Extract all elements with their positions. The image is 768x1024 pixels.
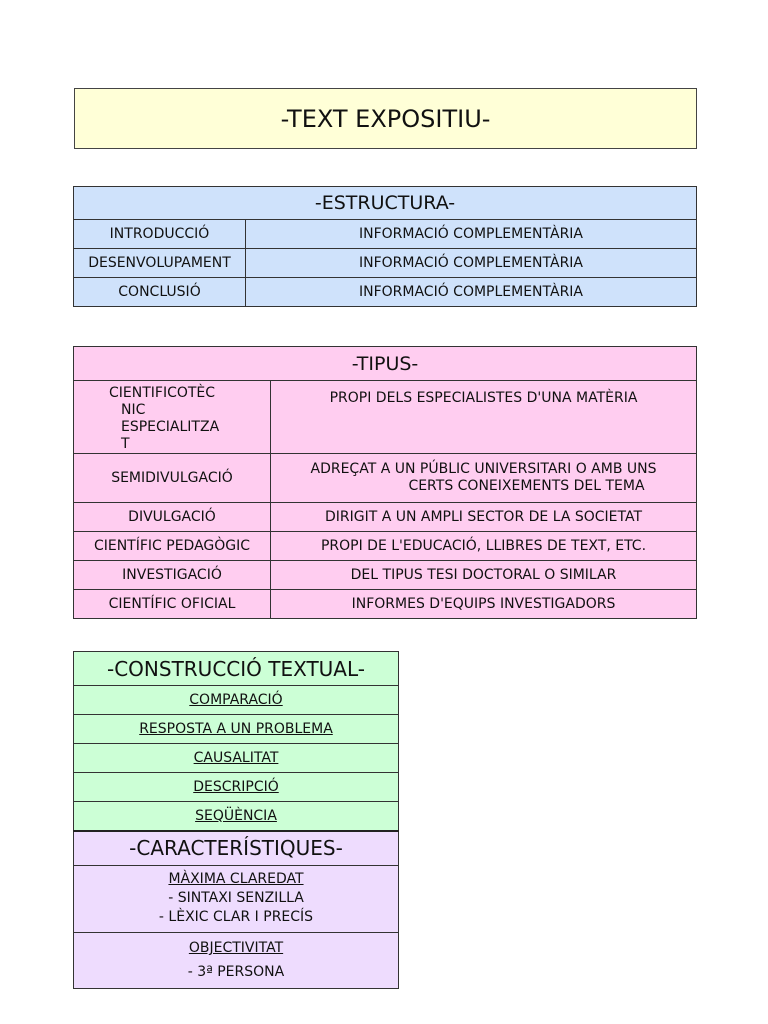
tipus-type-line: ESPECIALITZA [121,419,220,435]
caracteristiques-line: - 3ª PERSONA [187,964,285,980]
tipus-type: CIENTIFICOTÈC NIC ESPECIALITZA T [73,380,271,454]
table-row: CAUSALITAT [73,743,399,773]
caracteristiques-header: -CARACTERÍSTIQUES- [73,830,399,866]
table-row: SEQÜÈNCIA [73,801,399,831]
table-row: CIENTÍFIC PEDAGÒGIC PROPI DE L'EDUCACIÓ,… [73,531,697,561]
construccio-item: CAUSALITAT [73,743,399,773]
table-row: COMPARACIÓ [73,685,399,715]
table-row: INTRODUCCIÓ INFORMACIÓ COMPLEMENTÀRIA [73,219,697,249]
estructura-header-row: -ESTRUCTURA- [73,186,697,220]
construccio-header: -CONSTRUCCIÓ TEXTUAL- [73,651,399,686]
estructura-header: -ESTRUCTURA- [73,186,697,220]
table-row: OBJECTIVITAT - 3ª PERSONA [73,931,399,989]
tipus-description-line: ADREÇAT A UN PÚBLIC UNIVERSITARI O AMB U… [310,461,657,477]
table-row: DIVULGACIÓ DIRIGIT A UN AMPLI SECTOR DE … [73,502,697,532]
tipus-type-line: CIENTIFICOTÈC [109,385,216,401]
estructura-part: CONCLUSIÓ [73,277,246,307]
table-row: DESENVOLUPAMENT INFORMACIÓ COMPLEMENTÀRI… [73,248,697,278]
table-row: DESCRIPCIÓ [73,772,399,802]
title-box: -TEXT EXPOSITIU- [74,88,697,149]
estructura-table: -ESTRUCTURA- INTRODUCCIÓ INFORMACIÓ COMP… [73,186,697,307]
estructura-info: INFORMACIÓ COMPLEMENTÀRIA [245,219,697,249]
construccio-header-row: -CONSTRUCCIÓ TEXTUAL- [73,651,399,686]
table-row: SEMIDIVULGACIÓ ADREÇAT A UN PÚBLIC UNIVE… [73,453,697,503]
table-row: CONCLUSIÓ INFORMACIÓ COMPLEMENTÀRIA [73,277,697,307]
tipus-description: ADREÇAT A UN PÚBLIC UNIVERSITARI O AMB U… [270,453,697,503]
tipus-description: PROPI DE L'EDUCACIÓ, LLIBRES DE TEXT, ET… [270,531,697,561]
construccio-item: COMPARACIÓ [73,685,399,715]
tipus-type: INVESTIGACIÓ [73,560,271,590]
tipus-type: DIVULGACIÓ [73,502,271,532]
tipus-table: -TIPUS- CIENTIFICOTÈC NIC ESPECIALITZA T… [73,346,697,619]
estructura-part: INTRODUCCIÓ [73,219,246,249]
tipus-description: INFORMES D'EQUIPS INVESTIGADORS [270,589,697,619]
construccio-item: SEQÜÈNCIA [73,801,399,831]
table-row: INVESTIGACIÓ DEL TIPUS TESI DOCTORAL O S… [73,560,697,590]
table-row: MÀXIMA CLAREDAT - SINTAXI SENZILLA - LÈX… [73,864,399,933]
table-row: RESPOSTA A UN PROBLEMA [73,714,399,744]
estructura-info: INFORMACIÓ COMPLEMENTÀRIA [245,277,697,307]
caracteristiques-group: MÀXIMA CLAREDAT - SINTAXI SENZILLA - LÈX… [73,864,399,933]
tipus-header-row: -TIPUS- [73,346,697,381]
construccio-table: -CONSTRUCCIÓ TEXTUAL- COMPARACIÓ RESPOST… [73,651,399,831]
tipus-type: CIENTÍFIC PEDAGÒGIC [73,531,271,561]
tipus-type-line: T [121,436,130,452]
estructura-part: DESENVOLUPAMENT [73,248,246,278]
caracteristiques-group-title: OBJECTIVITAT [188,940,284,956]
tipus-type-line: NIC [121,402,146,418]
tipus-type: SEMIDIVULGACIÓ [73,453,271,503]
caracteristiques-table: -CARACTERÍSTIQUES- MÀXIMA CLAREDAT - SIN… [73,830,399,989]
tipus-description: PROPI DELS ESPECIALISTES D'UNA MATÈRIA [270,380,697,454]
caracteristiques-line: - SINTAXI SENZILLA [168,890,304,906]
tipus-header: -TIPUS- [73,346,697,381]
tipus-type: CIENTÍFIC OFICIAL [73,589,271,619]
tipus-description: DIRIGIT A UN AMPLI SECTOR DE LA SOCIETAT [270,502,697,532]
table-row: CIENTIFICOTÈC NIC ESPECIALITZA T PROPI D… [73,380,697,454]
caracteristiques-group: OBJECTIVITAT - 3ª PERSONA [73,931,399,989]
tipus-description: DEL TIPUS TESI DOCTORAL O SIMILAR [270,560,697,590]
construccio-item: DESCRIPCIÓ [73,772,399,802]
caracteristiques-line: - LÈXIC CLAR I PRECÍS [158,909,314,925]
caracteristiques-group-title: MÀXIMA CLAREDAT [168,871,304,887]
construccio-item: RESPOSTA A UN PROBLEMA [73,714,399,744]
table-row: CIENTÍFIC OFICIAL INFORMES D'EQUIPS INVE… [73,589,697,619]
document-title: -TEXT EXPOSITIU- [280,104,491,133]
estructura-info: INFORMACIÓ COMPLEMENTÀRIA [245,248,697,278]
caracteristiques-header-row: -CARACTERÍSTIQUES- [73,830,399,866]
tipus-description-line: CERTS CONEIXEMENTS DEL TEMA [408,478,645,494]
